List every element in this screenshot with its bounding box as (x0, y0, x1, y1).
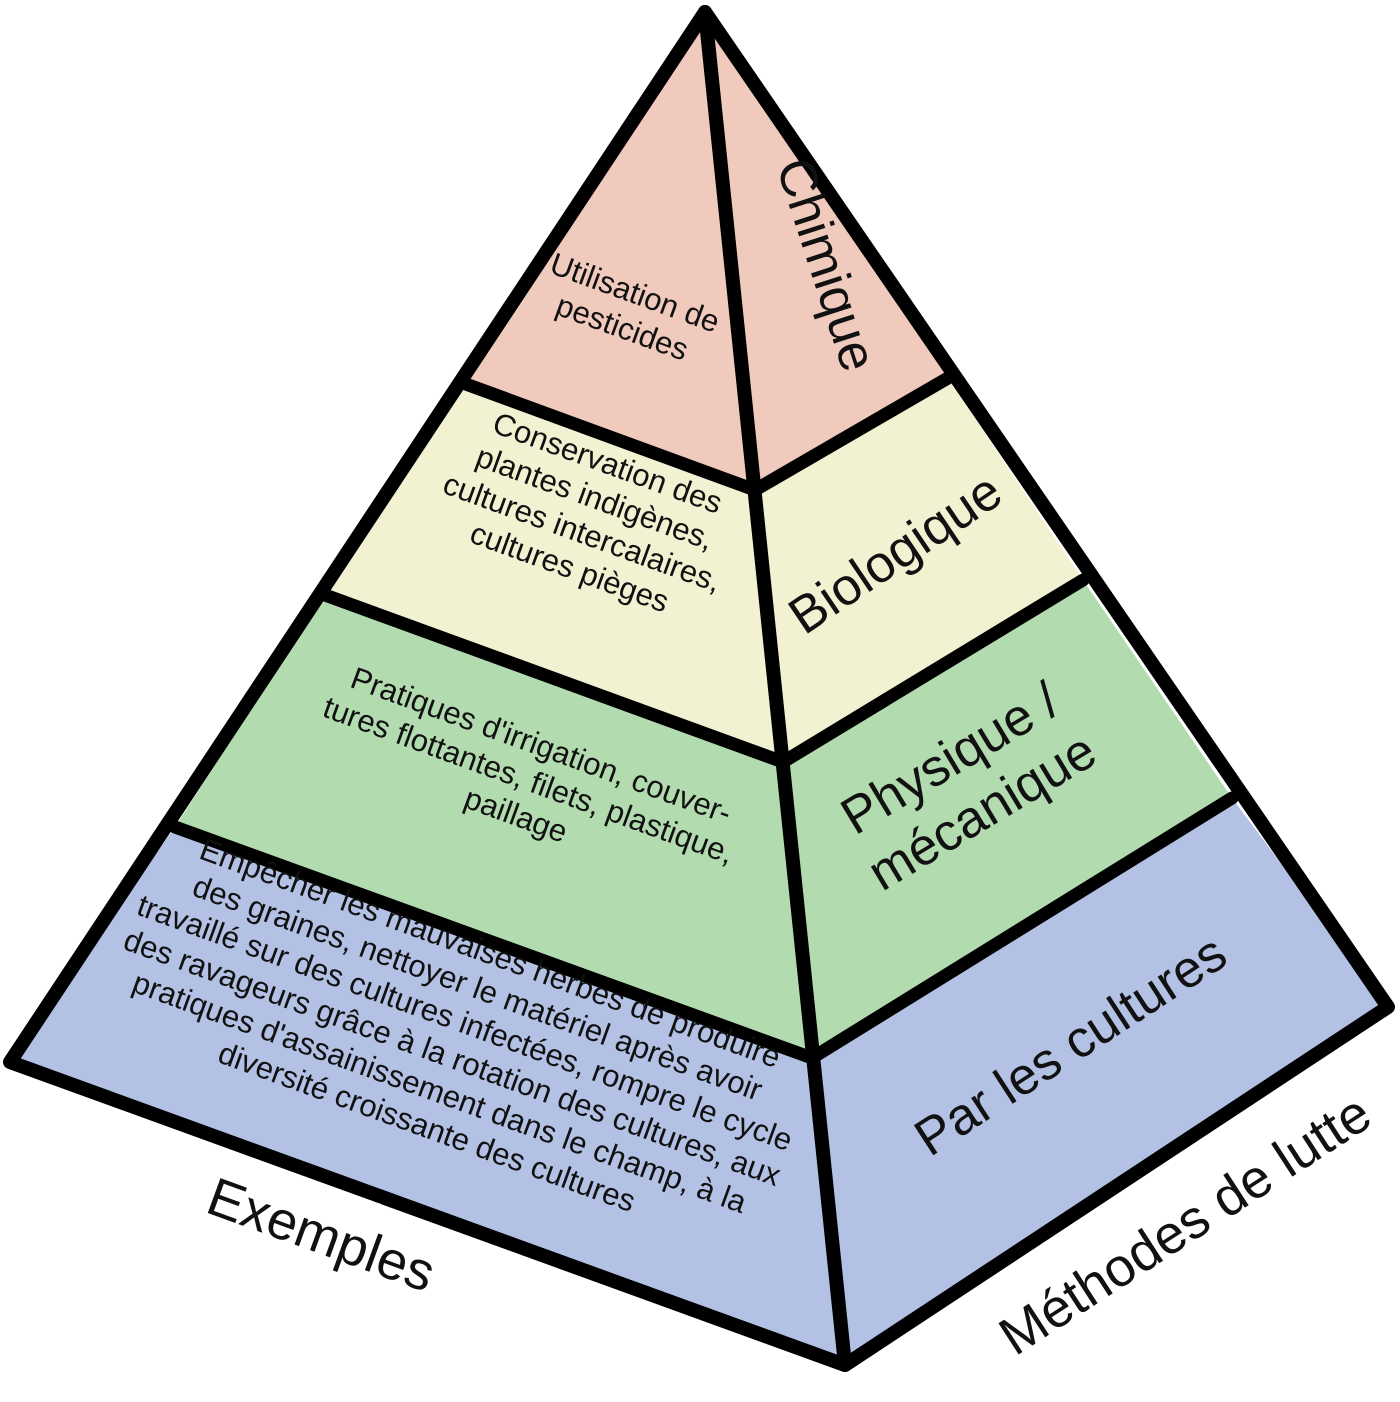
center-ridge (698, 5, 852, 1372)
right-face-cultures (812, 798, 1388, 1365)
left-face-physique (175, 595, 812, 1058)
right-face-biologique (755, 378, 1083, 762)
left-face-cultures (10, 827, 845, 1365)
pyramid-outline (3, 5, 1395, 1372)
left-face-biologique (325, 383, 783, 762)
left-face-chimique (463, 12, 755, 490)
right-face-chimique (705, 12, 948, 490)
